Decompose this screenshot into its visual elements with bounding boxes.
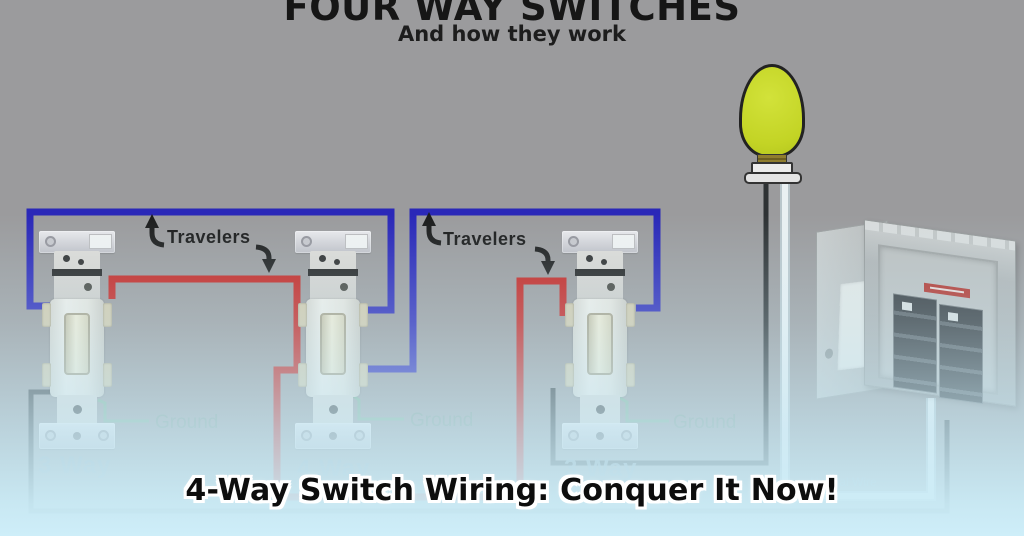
- mounting-strap-bottom: [39, 423, 115, 449]
- mounting-strap-bottom: [295, 423, 371, 449]
- breaker-panel: [812, 202, 1018, 412]
- travelers-arrow-up-2: [422, 212, 442, 246]
- red-traveler-wire-1: [108, 275, 301, 370]
- switch-mechanism-bottom: [57, 395, 97, 425]
- switch-mechanism-top: [52, 251, 102, 301]
- switch-mechanism-top: [575, 251, 625, 301]
- travelers-label-1: Travelers: [167, 227, 251, 247]
- switch-body: [42, 299, 112, 397]
- travelers-arrow-down-1: [255, 244, 276, 273]
- mounting-strap-bottom: [562, 423, 638, 449]
- panel-box: [864, 219, 1016, 407]
- video-title-overlay: 4-Way Switch Wiring: Conquer It Now!: [185, 473, 839, 508]
- ground-label-3: Ground: [673, 412, 737, 433]
- switch-mechanism-bottom: [313, 395, 353, 425]
- travelers-arrow-up-1: [145, 214, 165, 248]
- mounting-strap-top: [295, 231, 371, 253]
- toggle-switch-1: [37, 231, 117, 449]
- ground-label-2: Ground: [410, 410, 474, 431]
- switch-toggle: [64, 313, 90, 375]
- breaker-column-left: [894, 294, 936, 393]
- travelers-arrow-down-2: [534, 246, 555, 275]
- breaker-column-right: [940, 305, 982, 403]
- panel-interior: [878, 244, 998, 403]
- panel-warning-label: [924, 282, 970, 299]
- mounting-strap-top: [39, 231, 115, 253]
- switch-toggle: [587, 313, 613, 375]
- switch-mechanism-top: [308, 251, 358, 301]
- switch-mechanism-bottom: [580, 395, 620, 425]
- switch-body: [298, 299, 368, 397]
- mounting-strap-top: [562, 231, 638, 253]
- travelers-label-2: Travelers: [443, 229, 527, 249]
- toggle-switch-3: [560, 231, 640, 449]
- bulb-socket-flange: [744, 172, 802, 184]
- switch-body: [565, 299, 635, 397]
- switch-toggle: [320, 313, 346, 375]
- ground-label-1: Ground: [155, 412, 219, 433]
- panel-door-hole: [825, 348, 833, 360]
- page-subtitle: And how they work: [397, 22, 627, 46]
- toggle-switch-2: [293, 231, 373, 449]
